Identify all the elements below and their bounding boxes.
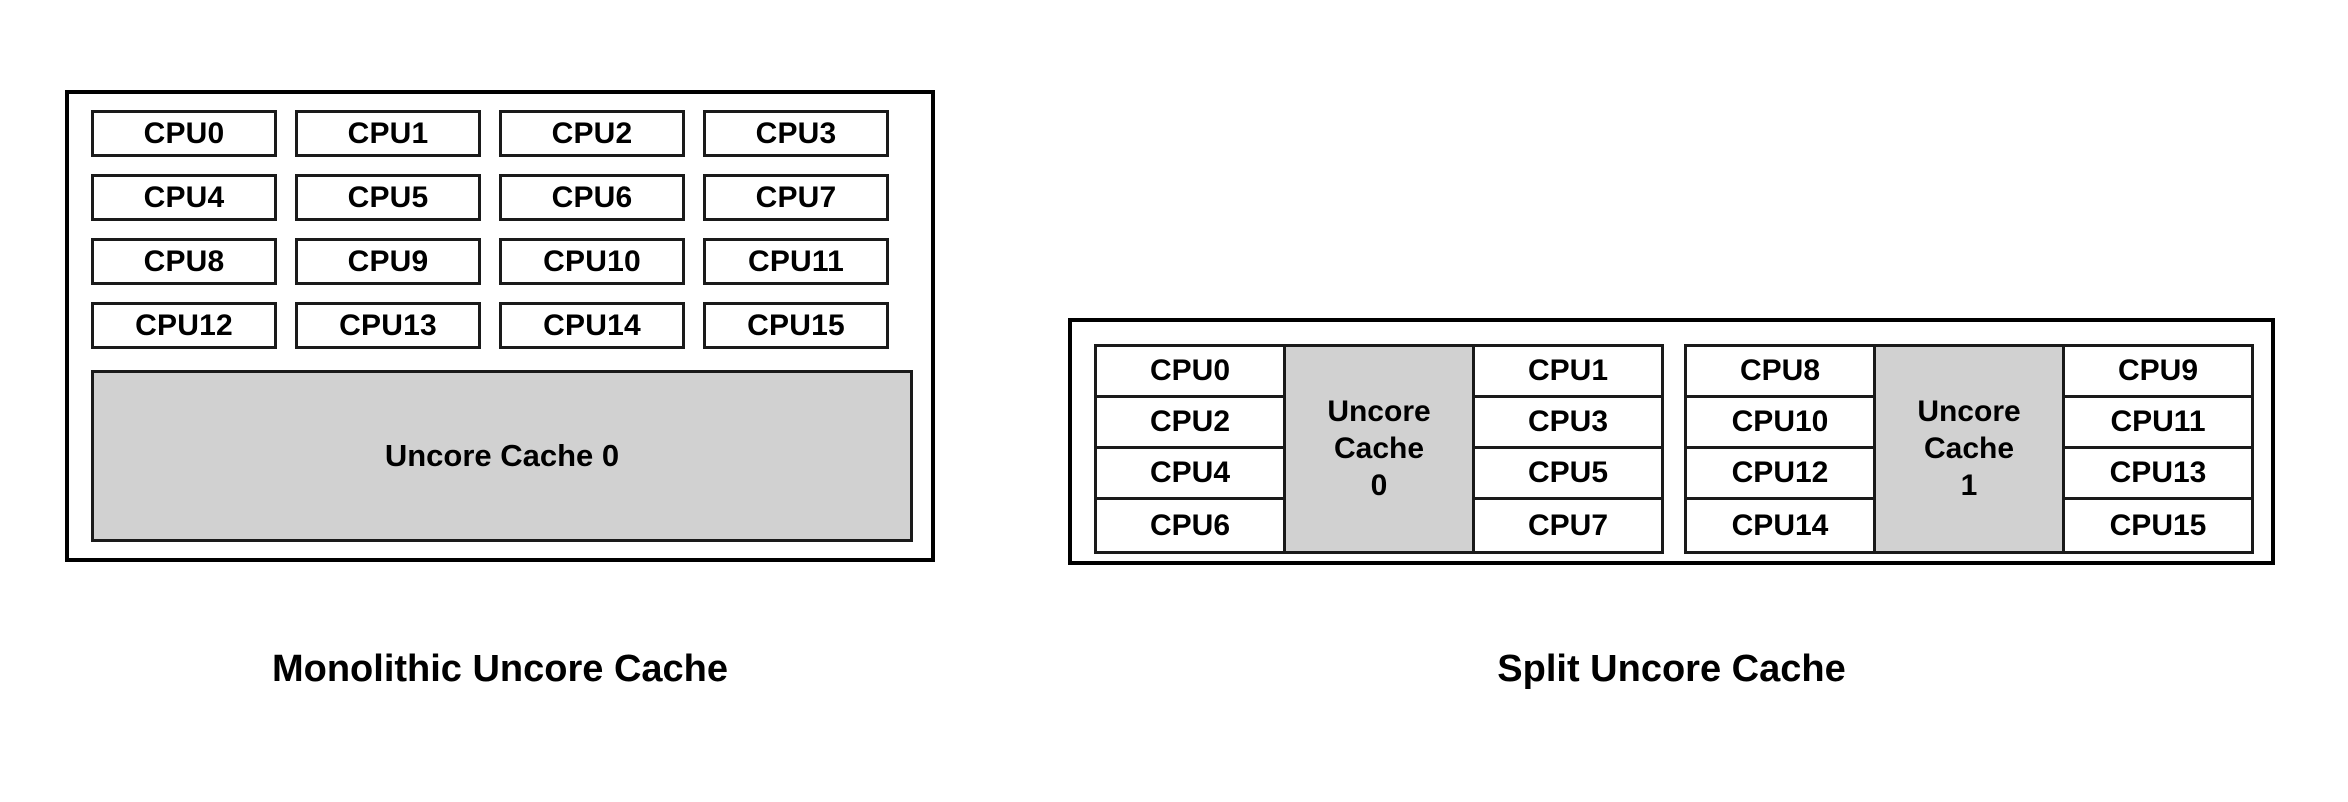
cpu-box[interactable]: CPU3: [703, 110, 889, 157]
split-group-0: CPU0 CPU2 CPU4 CPU6 Uncore Cache 0 CPU1 …: [1094, 344, 1664, 554]
cpu-cell[interactable]: CPU2: [1097, 398, 1283, 449]
cpu-cell[interactable]: CPU7: [1475, 500, 1661, 551]
uncore-cache-block[interactable]: Uncore Cache 1: [1873, 347, 2065, 551]
cpu-box[interactable]: CPU5: [295, 174, 481, 221]
cache-label-line: Cache: [1333, 432, 1425, 465]
monolithic-panel: CPU0 CPU1 CPU2 CPU3 CPU4 CPU5 CPU6 CPU7 …: [65, 90, 935, 562]
cache-label-line: Cache: [1923, 432, 2015, 465]
cpu-cell[interactable]: CPU6: [1097, 500, 1283, 551]
cpu-column-right: CPU1 CPU3 CPU5 CPU7: [1475, 347, 1661, 551]
monolithic-cpu-grid: CPU0 CPU1 CPU2 CPU3 CPU4 CPU5 CPU6 CPU7 …: [91, 110, 913, 349]
cpu-box[interactable]: CPU10: [499, 238, 685, 285]
cpu-cell[interactable]: CPU5: [1475, 449, 1661, 500]
monolithic-caption: Monolithic Uncore Cache: [271, 648, 729, 690]
cpu-box[interactable]: CPU0: [91, 110, 277, 157]
cache-label-line: 0: [1370, 469, 1388, 502]
cpu-cell[interactable]: CPU0: [1097, 347, 1283, 398]
cpu-cell[interactable]: CPU15: [2065, 500, 2251, 551]
cpu-box[interactable]: CPU14: [499, 302, 685, 349]
cache-label-line: Uncore: [1917, 395, 2021, 428]
uncore-cache-block[interactable]: Uncore Cache 0: [1283, 347, 1475, 551]
split-panel: CPU0 CPU2 CPU4 CPU6 Uncore Cache 0 CPU1 …: [1068, 318, 2275, 565]
cpu-cell[interactable]: CPU14: [1687, 500, 1873, 551]
cpu-cell[interactable]: CPU9: [2065, 347, 2251, 398]
split-caption: Split Uncore Cache: [1497, 648, 1846, 690]
cache-label-line: Uncore: [1327, 395, 1431, 428]
cpu-box[interactable]: CPU12: [91, 302, 277, 349]
cpu-box[interactable]: CPU4: [91, 174, 277, 221]
cpu-column-right: CPU9 CPU11 CPU13 CPU15: [2065, 347, 2251, 551]
uncore-cache-block[interactable]: Uncore Cache 0: [91, 370, 913, 542]
cpu-box[interactable]: CPU13: [295, 302, 481, 349]
cpu-column-left: CPU8 CPU10 CPU12 CPU14: [1687, 347, 1873, 551]
cpu-box[interactable]: CPU9: [295, 238, 481, 285]
cache-label-line: 1: [1960, 469, 1978, 502]
cpu-cell[interactable]: CPU3: [1475, 398, 1661, 449]
cpu-cell[interactable]: CPU10: [1687, 398, 1873, 449]
split-group-1: CPU8 CPU10 CPU12 CPU14 Uncore Cache 1 CP…: [1684, 344, 2254, 554]
cpu-cell[interactable]: CPU12: [1687, 449, 1873, 500]
cpu-box[interactable]: CPU1: [295, 110, 481, 157]
cpu-cell[interactable]: CPU11: [2065, 398, 2251, 449]
cpu-box[interactable]: CPU8: [91, 238, 277, 285]
cpu-box[interactable]: CPU15: [703, 302, 889, 349]
cpu-cell[interactable]: CPU13: [2065, 449, 2251, 500]
cpu-cell[interactable]: CPU4: [1097, 449, 1283, 500]
cpu-box[interactable]: CPU2: [499, 110, 685, 157]
cpu-cell[interactable]: CPU8: [1687, 347, 1873, 398]
cpu-cell[interactable]: CPU1: [1475, 347, 1661, 398]
cpu-box[interactable]: CPU6: [499, 174, 685, 221]
cpu-box[interactable]: CPU7: [703, 174, 889, 221]
cpu-box[interactable]: CPU11: [703, 238, 889, 285]
cpu-column-left: CPU0 CPU2 CPU4 CPU6: [1097, 347, 1283, 551]
split-groups-container: CPU0 CPU2 CPU4 CPU6 Uncore Cache 0 CPU1 …: [1094, 344, 2254, 554]
